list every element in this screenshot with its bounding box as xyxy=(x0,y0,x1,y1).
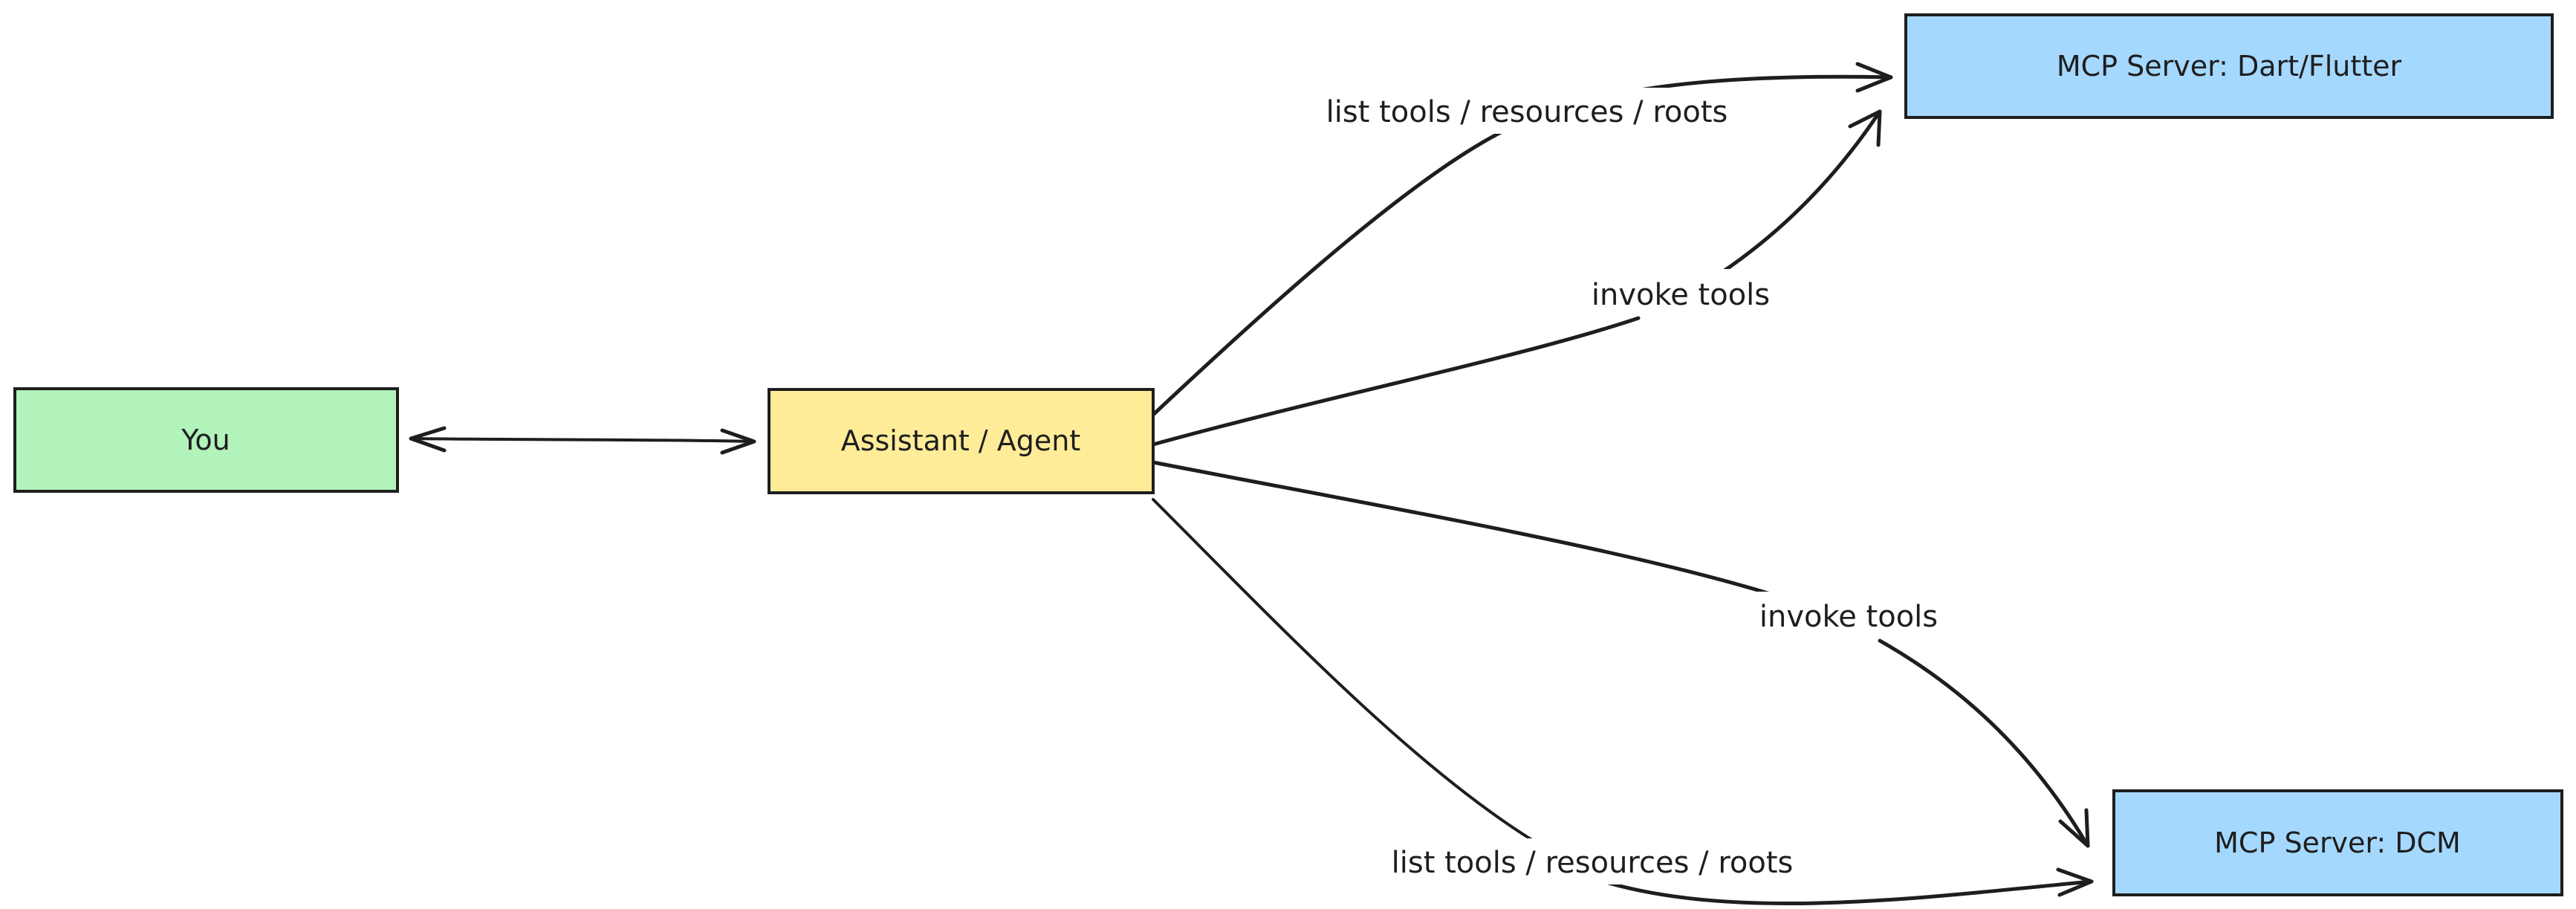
edge-label-dart-list: list tools / resources / roots xyxy=(1304,88,1750,134)
node-assistant: Assistant / Agent xyxy=(768,388,1155,494)
edge-you-assistant xyxy=(409,426,756,455)
edge-assistant-dcm-invoke xyxy=(1151,460,2090,848)
edge-label-dart-list-text: list tools / resources / roots xyxy=(1326,95,1728,129)
node-dcm-server-label: MCP Server: DCM xyxy=(2214,826,2461,859)
edge-label-dcm-list: list tools / resources / roots xyxy=(1367,838,1820,884)
node-dart-server: MCP Server: Dart/Flutter xyxy=(1904,13,2554,119)
edge-assistant-dart-invoke xyxy=(1151,109,1882,447)
node-dart-server-label: MCP Server: Dart/Flutter xyxy=(2057,50,2402,83)
edge-label-dcm-invoke-text: invoke tools xyxy=(1759,600,1938,634)
edge-label-dart-invoke-text: invoke tools xyxy=(1592,278,1770,312)
node-assistant-label: Assistant / Agent xyxy=(841,424,1081,457)
edge-label-dart-invoke: invoke tools xyxy=(1579,269,1787,315)
node-you-label: You xyxy=(181,424,230,456)
node-you: You xyxy=(13,387,399,493)
edge-assistant-dcm-list xyxy=(1152,498,2094,906)
edge-label-dcm-list-text: list tools / resources / roots xyxy=(1392,846,1794,880)
edge-label-dcm-invoke: invoke tools xyxy=(1750,592,1958,638)
node-dcm-server: MCP Server: DCM xyxy=(2112,789,2563,896)
